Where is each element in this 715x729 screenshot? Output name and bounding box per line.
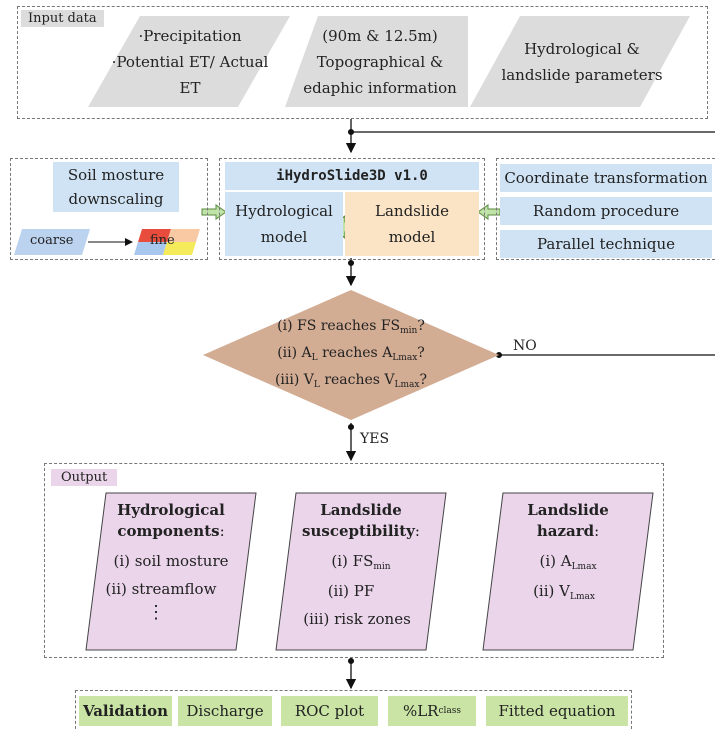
landslide-model-line: Landslide: [375, 202, 449, 220]
model-panel: [219, 158, 485, 260]
landslide-model-line: model: [388, 228, 436, 246]
soil-to-model-arrow-icon: [201, 204, 227, 220]
input-to-model-arrow: [345, 119, 715, 154]
hydrological-model-box: Hydrological model: [225, 192, 343, 256]
hazard-item: (i) ALmax: [539, 552, 597, 572]
techniques-to-model-arrow-icon: [477, 204, 501, 220]
input-line: Actual ET: [179, 53, 269, 97]
fitted-equation-item: Fitted equation: [486, 696, 628, 726]
technique-item: Coordinate transformation: [500, 164, 712, 192]
fine-label: fine: [150, 233, 175, 248]
validation-label: Validation: [79, 696, 172, 726]
suscept-item: (iii) risk zones: [303, 610, 411, 628]
validation-panel: [75, 690, 632, 729]
suscept-item: (i) FSmin: [331, 552, 391, 572]
output-panel: [44, 463, 664, 658]
yes-arrow: [345, 423, 357, 462]
input-precipitation-box: ·Precipitation ·Potential ET/ Actual ET: [110, 18, 270, 106]
input-line: ·Precipitation: [138, 27, 242, 45]
soil-title-line: Soil mosture: [67, 166, 165, 184]
yes-label: YES: [360, 431, 390, 447]
decision-line-3: (iii) VL reaches VLmax?: [274, 371, 428, 390]
input-line: edaphic information: [303, 79, 457, 97]
output-to-validation-arrow: [345, 657, 357, 690]
input-data-tag: Input data: [21, 10, 104, 27]
no-label: NO: [513, 338, 537, 354]
soil-downscaling-panel: [10, 158, 208, 260]
output-tag: Output: [51, 469, 118, 486]
soil-title-line: downscaling: [68, 190, 164, 208]
input-topography-box: (90m & 12.5m) Topographical & edaphic in…: [295, 18, 465, 106]
input-line: Topographical &: [316, 53, 444, 71]
coarse-label: coarse: [30, 233, 74, 248]
technique-item: Parallel technique: [500, 230, 712, 258]
techniques-panel: [496, 158, 715, 260]
hydro-model-line: Hydrological: [235, 202, 333, 220]
output-parallelograms: [85, 492, 654, 651]
hydro-item: (ii) streamflow: [105, 580, 217, 598]
roc-plot-item: ROC plot: [281, 696, 378, 726]
hydro-model-line: model: [260, 228, 308, 246]
input-parallelograms: [88, 16, 690, 107]
technique-item: Random procedure: [500, 197, 712, 225]
discharge-item: Discharge: [178, 696, 272, 726]
decision-line-1: (i) FS reaches FSmin?: [277, 317, 425, 336]
input-line: parameters: [575, 66, 663, 84]
input-line: (90m & 12.5m): [322, 27, 438, 45]
hazard-item: (ii) VLmax: [533, 582, 595, 602]
hydro-item: (i) soil mosture: [113, 552, 229, 570]
model-to-decision-arrow: [345, 258, 357, 287]
input-data-panel: [17, 6, 708, 119]
coarse-fine-shapes: [14, 229, 200, 255]
input-line: Hydrological &: [524, 40, 640, 58]
landslide-model-box: Landslide model: [345, 192, 479, 256]
model-title: iHydroSlide3D v1.0: [225, 162, 479, 190]
input-line: landslide: [501, 66, 571, 84]
soil-downscaling-title: Soil mosture downscaling: [53, 162, 179, 212]
decision-text: (i) FS reaches FSmin? (ii) AL reaches AL…: [251, 318, 451, 390]
decision-diamond: [203, 290, 499, 420]
hydro-more-icon: ⋮: [147, 602, 165, 623]
decision-line-2: (ii) AL reaches ALmax?: [277, 344, 425, 363]
model-title-text: iHydroSlide3D v1.0: [276, 168, 428, 184]
suscept-item: (ii) PF: [327, 582, 375, 600]
input-line: ·Potential ET/: [111, 53, 215, 71]
input-parameters-box: Hydrological & landslide parameters: [497, 18, 667, 106]
